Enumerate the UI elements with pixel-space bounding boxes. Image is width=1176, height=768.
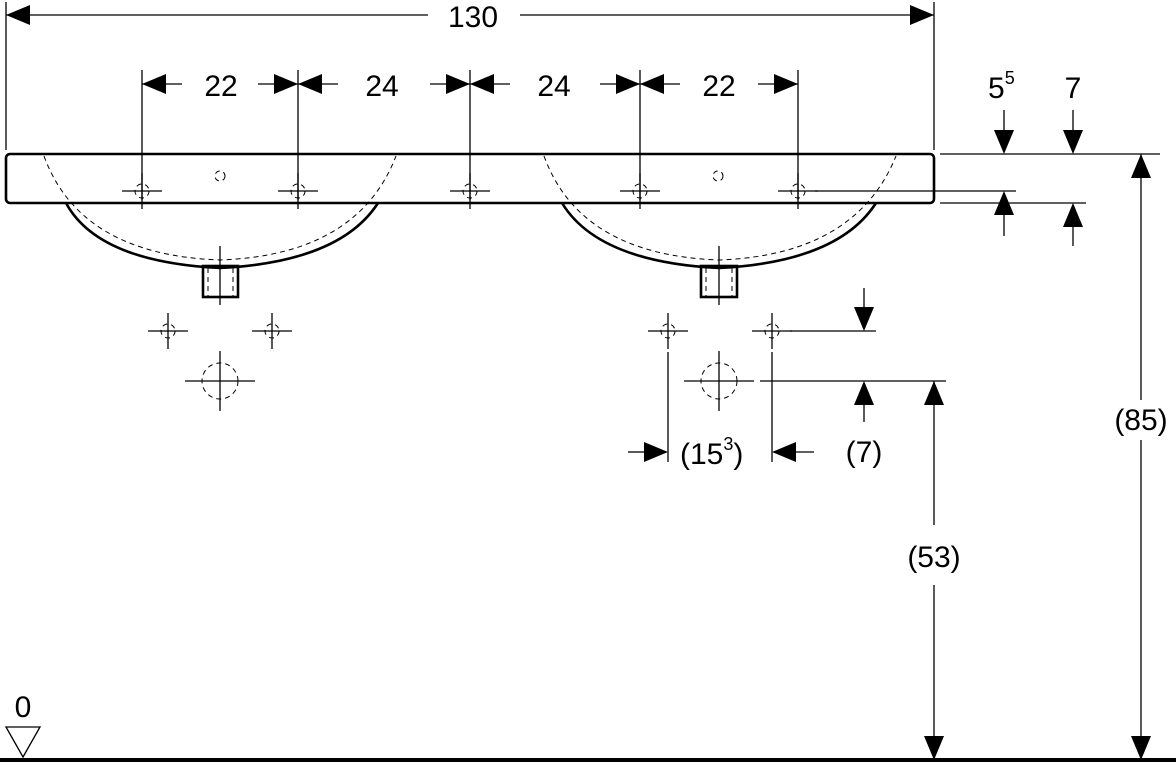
tap-spacing-label-3: 24 [537, 70, 570, 103]
fixing-spacing-close: ) [733, 438, 743, 471]
floor-level-triangle-icon [4, 726, 42, 759]
fixing-offset-label: (7) [846, 436, 883, 469]
washbasin-outline [4, 152, 936, 305]
fixing-spacing-dimensions: (153) (7) [628, 288, 946, 471]
tap-spacing-label-4: 22 [702, 70, 735, 103]
drain-height-dimension: (53) [907, 381, 961, 760]
overall-width-label: 130 [448, 1, 498, 34]
total-height-label: (85) [1114, 404, 1167, 437]
drain-height-label: (53) [907, 541, 960, 574]
fixing-spacing-base: (15 [680, 438, 723, 471]
tap-spacing-label-1: 22 [204, 70, 237, 103]
total-height-dimension: (85) [1114, 154, 1168, 760]
top-thickness-label: 55 [988, 68, 1015, 105]
fixing-spacing-label: (153) [680, 434, 743, 471]
top-thickness-dimensions: 55 7 [815, 68, 1160, 246]
fixing-points [147, 312, 793, 412]
top-thickness-superscript: 5 [1005, 68, 1015, 88]
edge-offset-label: 7 [1065, 72, 1082, 105]
floor-level: 0 [0, 691, 1176, 762]
top-thickness-base: 5 [988, 72, 1005, 105]
tap-spacing-label-2: 24 [365, 70, 398, 103]
floor-level-label: 0 [15, 691, 32, 724]
fixing-spacing-superscript: 3 [723, 434, 733, 454]
overall-width-dimension: 130 [5, 1, 935, 150]
